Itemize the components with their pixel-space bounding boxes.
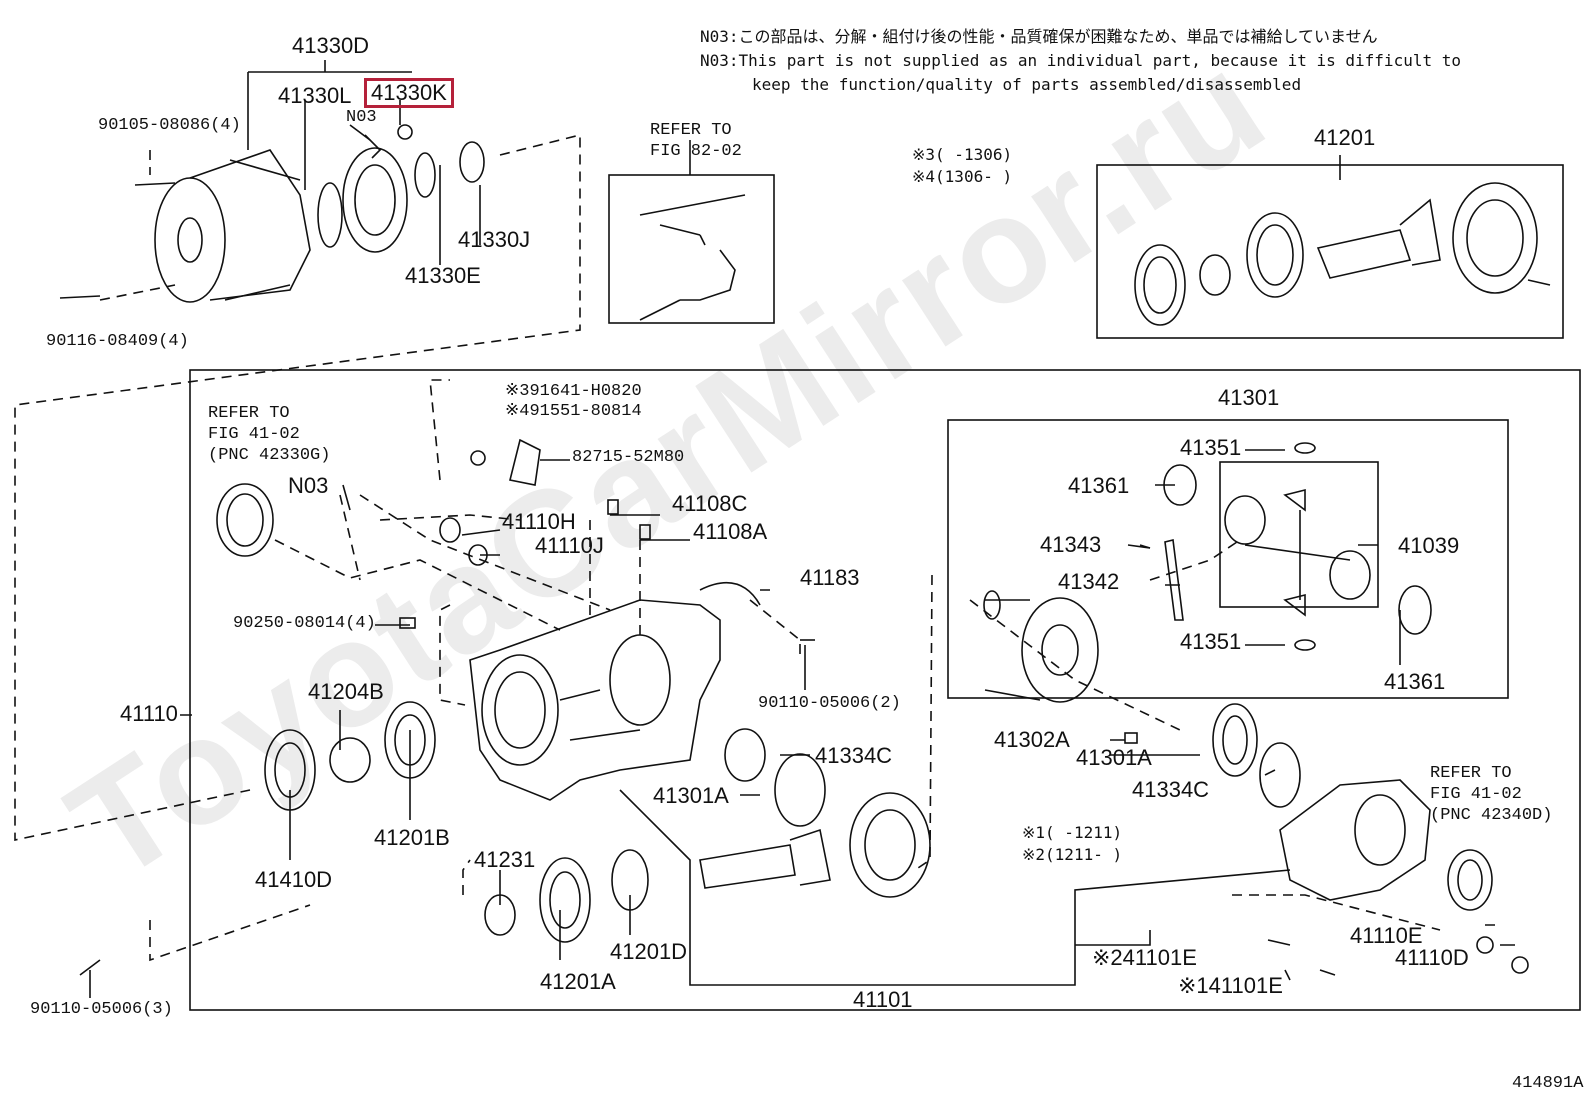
note-serial-3: ※3( -1306) — [912, 145, 1013, 164]
part-label-41334c-right[interactable]: 41334C — [1132, 777, 1210, 802]
note-n03-japanese: N03:この部品は、分解・組付け後の性能・品質確保が困難なため、単品では補給して… — [700, 27, 1378, 46]
main-assembly-frame — [189, 369, 1581, 1011]
part-label-41201d[interactable]: 41201D — [610, 939, 688, 964]
refer-fig-41-g-line3: (PNC 42330G) — [208, 446, 331, 465]
part-label-41101[interactable]: 41101 — [853, 987, 913, 1012]
part-label-41101e-serial-2[interactable]: ※241101E — [1092, 945, 1197, 970]
part-label-41302a[interactable]: 41302A — [994, 727, 1070, 752]
part-label-41204b[interactable]: 41204B — [308, 679, 384, 704]
note-n03-english-line1: N03:This part is not supplied as an indi… — [700, 51, 1461, 70]
part-label-41334c-left[interactable]: 41334C — [815, 743, 893, 768]
diagram-id: 414891A — [1512, 1074, 1584, 1093]
refer-fig-41-d-line2[interactable]: FIG 41-02 — [1430, 785, 1522, 804]
part-label-n03-top[interactable]: N03 — [346, 108, 377, 127]
part-label-41301a-right[interactable]: 41301A — [1076, 745, 1152, 770]
extension-housing-drawing — [59, 124, 485, 303]
part-label-41330l[interactable]: 41330L — [278, 83, 352, 108]
part-label-41201a[interactable]: 41201A — [540, 969, 616, 994]
part-label-41330d[interactable]: 41330D — [292, 33, 370, 58]
note-serial-1: ※1( -1211) — [1022, 823, 1123, 842]
part-label-41110h[interactable]: 41110H — [502, 509, 576, 534]
part-label-41108c[interactable]: 41108C — [672, 491, 748, 516]
part-label-41330k-highlighted[interactable]: 41330K — [364, 78, 454, 108]
part-label-41183[interactable]: 41183 — [800, 565, 860, 590]
part-label-41201b[interactable]: 41201B — [374, 825, 450, 850]
part-label-41410d[interactable]: 41410D — [255, 867, 333, 892]
differential-case-drawing — [983, 442, 1432, 703]
part-label-41101e-serial-1[interactable]: ※141101E — [1178, 973, 1283, 998]
part-label-41330e[interactable]: 41330E — [405, 263, 481, 288]
carrier-housing-drawing — [216, 438, 815, 801]
refer-fig-82-line2[interactable]: FIG 82-02 — [650, 142, 742, 161]
part-label-41361-right[interactable]: 41361 — [1384, 669, 1446, 694]
diff-gear-kit-frame — [1219, 461, 1379, 608]
part-label-n03-middle[interactable]: N03 — [288, 473, 329, 498]
part-label-91641-h0820[interactable]: ※391641-H0820 — [505, 382, 642, 401]
part-label-41110e[interactable]: 41110E — [1350, 923, 1423, 948]
refer-fig-41-d-line1: REFER TO — [1430, 764, 1512, 783]
refer-fig-41-g-line2[interactable]: FIG 41-02 — [208, 425, 300, 444]
part-label-90105-08086[interactable]: 90105-08086(4) — [98, 116, 241, 135]
part-label-41108a[interactable]: 41108A — [693, 519, 768, 544]
part-label-41361-left[interactable]: 41361 — [1068, 473, 1130, 498]
note-n03-english-line2: keep the function/quality of parts assem… — [752, 75, 1302, 94]
part-label-90110-05006-3[interactable]: 90110-05006(3) — [30, 1000, 173, 1019]
part-label-91551-80814[interactable]: ※491551-80814 — [505, 402, 642, 421]
part-label-41039[interactable]: 41039 — [1398, 533, 1460, 558]
part-label-90116-08409[interactable]: 90116-08409(4) — [46, 332, 189, 351]
part-label-82715-52m80[interactable]: 82715-52M80 — [572, 448, 685, 467]
refer-fig-41-d-line3: (PNC 42340D) — [1430, 806, 1553, 825]
part-label-41110[interactable]: 41110 — [120, 701, 178, 726]
differential-case-frame — [947, 419, 1509, 699]
refer-fig-41-g-line1: REFER TO — [208, 404, 290, 423]
part-label-41110j[interactable]: 41110J — [535, 533, 604, 558]
part-label-41330j[interactable]: 41330J — [458, 227, 531, 252]
note-serial-4: ※4(1306- ) — [912, 167, 1013, 186]
part-label-41301a-left[interactable]: 41301A — [653, 783, 729, 808]
part-label-41301[interactable]: 41301 — [1218, 385, 1280, 410]
ring-pinion-kit-drawing — [1134, 182, 1551, 326]
refer-fig-82-frame — [608, 174, 775, 324]
part-label-41110d[interactable]: 41110D — [1395, 945, 1469, 970]
part-label-41201[interactable]: 41201 — [1314, 125, 1376, 150]
ring-pinion-kit-frame — [1096, 164, 1564, 339]
note-serial-2: ※2(1211- ) — [1022, 845, 1123, 864]
part-label-41351-bottom[interactable]: 41351 — [1180, 629, 1242, 654]
part-label-41231[interactable]: 41231 — [474, 847, 536, 872]
refer-fig-82-line1: REFER TO — [650, 121, 732, 140]
part-label-41343[interactable]: 41343 — [1040, 532, 1102, 557]
part-label-90110-05006-2[interactable]: 90110-05006(2) — [758, 694, 901, 713]
part-label-41342[interactable]: 41342 — [1058, 569, 1120, 594]
part-label-90250-08014[interactable]: 90250-08014(4) — [233, 614, 376, 633]
part-label-41351-top[interactable]: 41351 — [1180, 435, 1242, 460]
